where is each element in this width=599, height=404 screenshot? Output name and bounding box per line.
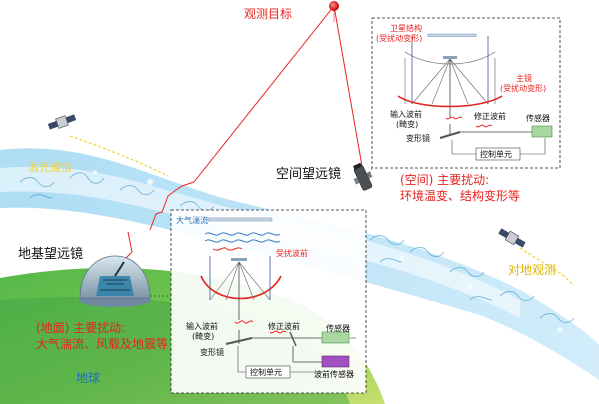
space-input-wavefront-label: 输入波前 bbox=[390, 110, 422, 119]
comm-satellite-icon bbox=[47, 114, 77, 130]
earth-obs-satellite-icon bbox=[498, 228, 526, 248]
ground-control-label: 控制单元 bbox=[250, 368, 282, 377]
space-control-block bbox=[475, 147, 521, 161]
observation-rays bbox=[193, 5, 363, 183]
ground-deformable-mirror-label: 变形镜 bbox=[200, 348, 224, 357]
ground-input-wavefront-label: 输入波前 bbox=[186, 322, 218, 331]
ground-disturbance-items: 大气湍流、风载及地震等 bbox=[36, 337, 169, 351]
ground-distortion-label: (畸变) bbox=[192, 332, 215, 341]
satellite-structure-label: 卫星结构 bbox=[390, 24, 422, 33]
target-label: 观测目标 bbox=[244, 7, 293, 21]
space-disturbance-title: (空间) 主要扰动: bbox=[400, 173, 490, 187]
primary-mirror-label: 主镜 bbox=[516, 74, 532, 83]
ground-telescope-label: 地基望远镜 bbox=[18, 247, 84, 262]
space-deformable-mirror-label: 变形镜 bbox=[406, 134, 430, 143]
laser-label: 激光通信 bbox=[28, 161, 72, 174]
earth-obs-link bbox=[519, 247, 573, 285]
ground-corrected-wavefront-label: 修正波前 bbox=[268, 322, 300, 331]
space-telescope-icon bbox=[353, 162, 373, 191]
ground-sensor-block bbox=[321, 331, 350, 344]
ground-disturbance-title: (地面) 主要扰动: bbox=[36, 321, 126, 335]
satellite-structure-note: (受扰动变形) bbox=[376, 34, 423, 43]
primary-mirror-note: (受扰动变形) bbox=[500, 84, 547, 93]
space-detail-frame bbox=[371, 17, 561, 169]
target-marker bbox=[329, 1, 339, 11]
ground-telescope-icon bbox=[79, 255, 151, 307]
space-disturbance-items: 环境温变、结构变形等 bbox=[400, 189, 521, 203]
ground-wfs-label: 波前传感器 bbox=[314, 370, 354, 379]
ground-sensor-label: 传感器 bbox=[326, 324, 350, 333]
space-corrected-wavefront-label: 修正波前 bbox=[474, 112, 506, 121]
space-telescope-label: 空间望远镜 bbox=[276, 167, 342, 182]
ground-optics bbox=[200, 217, 356, 373]
space-distortion-label: (畸变) bbox=[396, 120, 419, 129]
space-optics bbox=[397, 33, 546, 155]
space-sensor-label: 传感器 bbox=[526, 114, 550, 123]
ground-control-block bbox=[245, 365, 291, 379]
turbulence-label: 大气湍流 bbox=[176, 216, 208, 225]
space-control-label: 控制单元 bbox=[480, 150, 512, 159]
earth-label: 地球 bbox=[76, 371, 101, 385]
earth-obs-label: 对地观测 bbox=[508, 263, 557, 277]
disturbed-wavefront-label: 受扰波前 bbox=[276, 249, 308, 258]
space-sensor-block bbox=[531, 125, 553, 138]
ground-wfs-block bbox=[321, 355, 350, 368]
